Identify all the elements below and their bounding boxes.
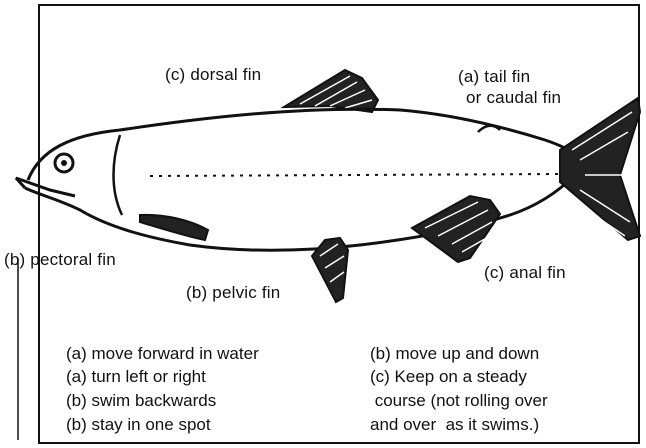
tail-fin [560, 98, 640, 240]
function-left-2: (a) turn left or right [66, 366, 206, 387]
function-left-4: (b) stay in one spot [66, 414, 211, 435]
function-right-1: (b) move up and down [370, 343, 539, 364]
function-right-2: (c) Keep on a steady [370, 366, 527, 387]
anal-fin [412, 196, 500, 262]
function-left-1: (a) move forward in water [66, 343, 259, 364]
pectoral-fin-label: (b) pectoral fin [4, 250, 116, 270]
pelvic-fin-label: (b) pelvic fin [186, 283, 280, 303]
function-left-3: (b) swim backwards [66, 390, 216, 411]
tail-fin-label: (a) tail fin [458, 67, 530, 87]
dorsal-fin-label: (c) dorsal fin [165, 65, 261, 85]
anal-fin-label: (c) anal fin [484, 263, 566, 283]
function-right-4: and over as it swims.) [370, 414, 539, 435]
fish-body [16, 109, 575, 250]
dorsal-fin [284, 70, 378, 112]
function-right-3: course (not rolling over [370, 390, 548, 411]
caudal-fin-label: or caudal fin [466, 88, 561, 108]
